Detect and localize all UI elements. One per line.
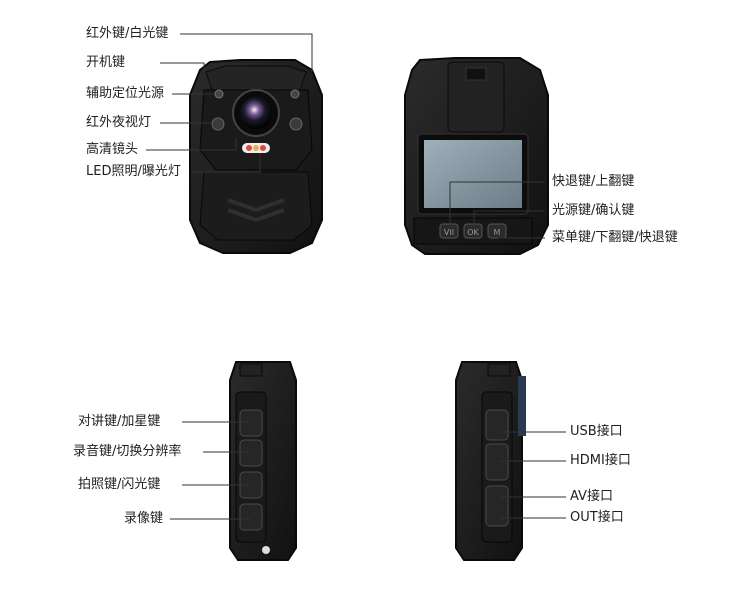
back-button-2-text: OK	[467, 228, 479, 237]
hdmi-port-cover[interactable]	[485, 443, 509, 481]
front-leader-lines	[146, 33, 313, 173]
label-hd-lens: 高清镜头	[86, 142, 139, 157]
aux-light-right	[290, 89, 300, 99]
back-button-2[interactable]	[463, 223, 483, 239]
back-button-3[interactable]	[487, 223, 507, 239]
led-dot-2	[253, 145, 259, 151]
record-audio-button[interactable]	[239, 439, 263, 467]
led-dot-3	[260, 145, 266, 151]
label-power-key: 开机键	[86, 55, 126, 70]
label-audio-resolution-key: 录音键/切换分辨率	[73, 444, 182, 459]
front-lower-panel	[199, 171, 313, 241]
right-side-camera	[455, 361, 526, 561]
back-button-1-text: VII	[444, 228, 454, 237]
back-camera: VII OK M	[404, 57, 549, 255]
label-hdmi-port: HDMI接口	[570, 453, 631, 468]
left-side-screw	[262, 546, 270, 554]
label-av-port: AV接口	[570, 489, 613, 504]
label-led-exposure: LED照明/曝光灯	[86, 164, 181, 179]
ir-light-left	[211, 117, 225, 131]
av-out-port-cover[interactable]	[485, 485, 509, 527]
label-out-port: OUT接口	[570, 510, 624, 525]
label-talk-star-key: 对讲键/加星键	[78, 414, 161, 429]
aux-light-left	[214, 89, 224, 99]
usb-port-cover[interactable]	[485, 409, 509, 441]
label-video-key: 录像键	[124, 511, 164, 526]
left-side-top-cap	[239, 363, 263, 377]
back-button-3-text: M	[494, 228, 501, 237]
lcd-screen	[424, 140, 522, 208]
label-menu-down-key: 菜单键/下翻键/快退键	[552, 230, 678, 245]
right-side-clip-edge	[518, 376, 526, 436]
back-leader-lines	[449, 181, 545, 239]
front-chevron-1	[227, 198, 285, 213]
back-button-1[interactable]	[439, 223, 459, 239]
front-chevron-2	[227, 208, 285, 223]
right-side-top-cap	[487, 363, 511, 377]
label-light-confirm-key: 光源键/确认键	[552, 203, 635, 218]
talk-button[interactable]	[239, 409, 263, 437]
video-button[interactable]	[239, 503, 263, 531]
label-photo-flash-key: 拍照键/闪光键	[78, 477, 161, 492]
hd-lens	[240, 97, 272, 129]
front-top-ridge	[205, 65, 307, 91]
label-ir-night-vision: 红外夜视灯	[86, 115, 152, 130]
label-ir-white-light-key: 红外键/白光键	[86, 26, 169, 41]
clip-latch	[465, 67, 487, 81]
label-usb-port: USB接口	[570, 424, 623, 439]
label-aux-positioning-light: 辅助定位光源	[86, 86, 165, 101]
led-dot-1	[246, 145, 252, 151]
left-side-leader-lines	[170, 421, 250, 520]
belt-clip	[447, 61, 505, 133]
front-camera	[189, 59, 323, 254]
ir-light-right	[289, 117, 303, 131]
right-side-leader-lines	[500, 431, 566, 519]
left-side-camera	[229, 361, 297, 561]
label-rewind-up-key: 快退键/上翻键	[552, 174, 635, 189]
